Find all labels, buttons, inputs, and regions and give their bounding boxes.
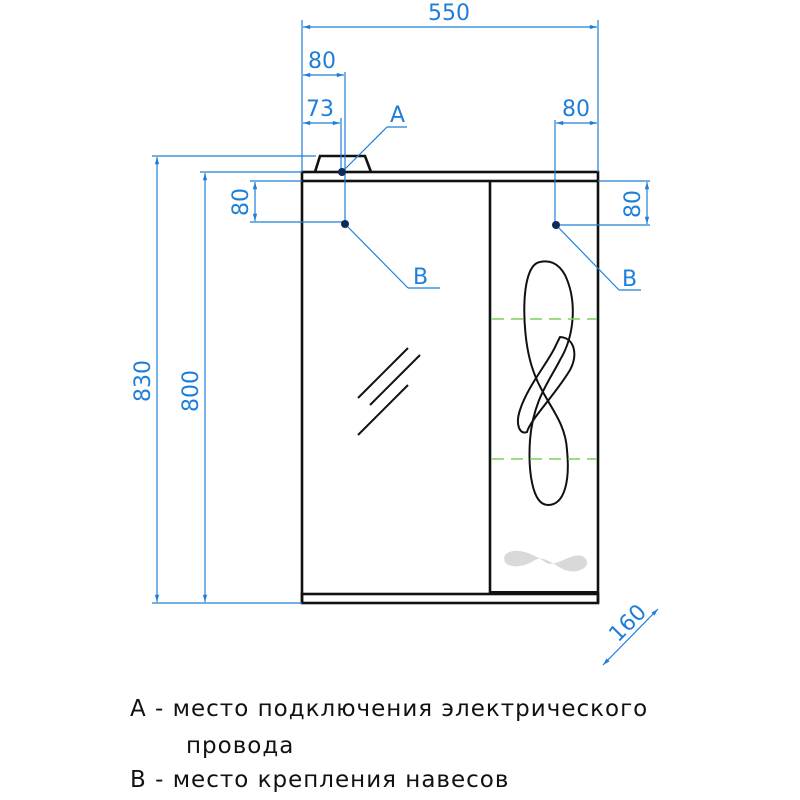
dim-total-height: 830 — [131, 360, 156, 402]
legend-line-a-cont: провода — [186, 733, 295, 759]
dim-connection-offset: 73 — [306, 97, 334, 122]
mirror-glint-icon — [357, 347, 421, 436]
dim-left-hook-drop: 80 — [229, 188, 254, 216]
dim-body-height: 800 — [179, 370, 204, 412]
cabinet-outline — [300, 154, 600, 605]
dim-right-hook-drop: 80 — [621, 190, 646, 218]
dim-total-width: 550 — [428, 1, 470, 26]
door-ornament-icon — [517, 260, 576, 507]
hook-point-left — [341, 220, 349, 228]
dim-left-hook-offset: 80 — [308, 49, 336, 74]
connection-point-a — [338, 168, 346, 176]
dimension-lines — [152, 20, 659, 666]
hook-point-right — [552, 221, 560, 229]
callout-b-right: B — [622, 267, 637, 292]
legend-line-a: А - место подключения электрического — [130, 696, 649, 722]
legend-line-b: В - место крепления навесов — [130, 767, 510, 793]
dim-right-hook-offset: 80 — [562, 97, 590, 122]
dim-depth: 160 — [605, 600, 652, 647]
callout-a: A — [390, 103, 405, 128]
callout-b-left: B — [413, 265, 428, 290]
logo-watermark-icon — [504, 550, 588, 572]
